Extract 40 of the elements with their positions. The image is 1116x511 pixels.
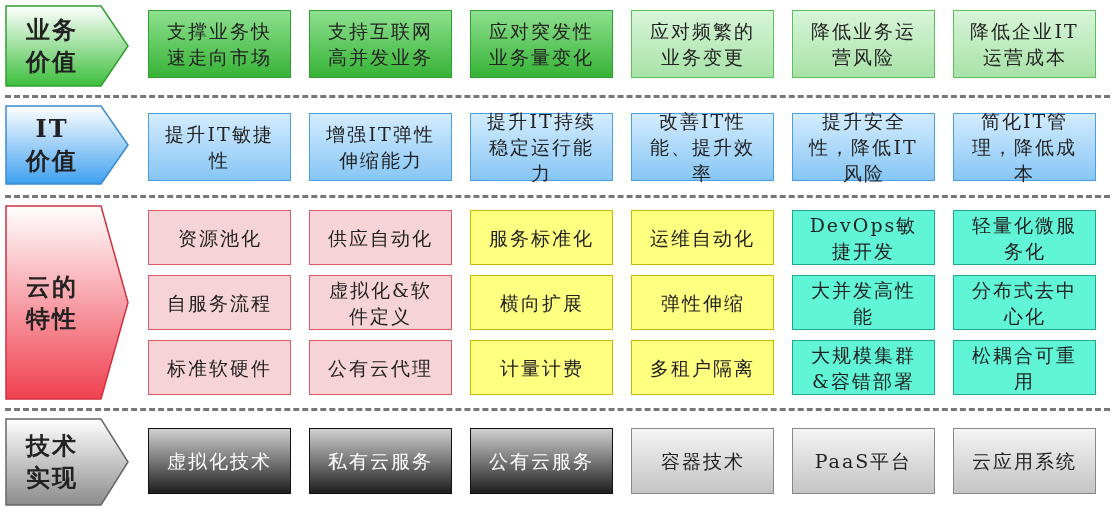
it-value-box: 增强IT弹性伸缩能力 [309, 113, 452, 181]
feature-box: 计量计费 [470, 340, 613, 395]
it-value-box: 简化IT管理，降低成本 [953, 113, 1096, 181]
it-value-box: 提升IT持续稳定运行能力 [470, 113, 613, 181]
it-value-box: 改善IT性能、提升效率 [631, 113, 774, 181]
feature-box: 服务标准化 [470, 210, 613, 265]
feature-box: 多租户隔离 [631, 340, 774, 395]
feature-box: 横向扩展 [470, 275, 613, 330]
feature-box: 弹性伸缩 [631, 275, 774, 330]
technology-box: 云应用系统 [953, 428, 1096, 494]
row-header-label: 业务价值 [5, 5, 129, 87]
business-value-box: 支持互联网高并发业务 [309, 10, 452, 78]
feature-box: 大并发高性能 [792, 275, 935, 330]
technology-box: 私有云服务 [309, 428, 452, 494]
feature-box: 大规模集群&容错部署 [792, 340, 935, 395]
technology-box: 公有云服务 [470, 428, 613, 494]
technology-box: PaaS平台 [792, 428, 935, 494]
business-value-box: 支撑业务快速走向市场 [148, 10, 291, 78]
feature-box: 松耦合可重用 [953, 340, 1096, 395]
feature-box: 分布式去中心化 [953, 275, 1096, 330]
business-value-box: 应对频繁的业务变更 [631, 10, 774, 78]
technology-box: 虚拟化技术 [148, 428, 291, 494]
feature-box: 自服务流程 [148, 275, 291, 330]
feature-box: 运维自动化 [631, 210, 774, 265]
row-header-label: 技术实现 [5, 418, 129, 506]
feature-box: 公有云代理 [309, 340, 452, 395]
row-header-label: IT价值 [5, 105, 129, 185]
it-value-box: 提升安全性，降低IT风险 [792, 113, 935, 181]
feature-box: 虚拟化&软件定义 [309, 275, 452, 330]
feature-box: 标准软硬件 [148, 340, 291, 395]
feature-box: 轻量化微服务化 [953, 210, 1096, 265]
business-value-box: 应对突发性业务量变化 [470, 10, 613, 78]
technology-box: 容器技术 [631, 428, 774, 494]
business-value-box: 降低企业IT运营成本 [953, 10, 1096, 78]
it-value-box: 提升IT敏捷性 [148, 113, 291, 181]
feature-box: 资源池化 [148, 210, 291, 265]
feature-box: DevOps敏捷开发 [792, 210, 935, 265]
business-value-box: 降低业务运营风险 [792, 10, 935, 78]
row-header-label: 云的特性 [5, 205, 129, 400]
feature-box: 供应自动化 [309, 210, 452, 265]
